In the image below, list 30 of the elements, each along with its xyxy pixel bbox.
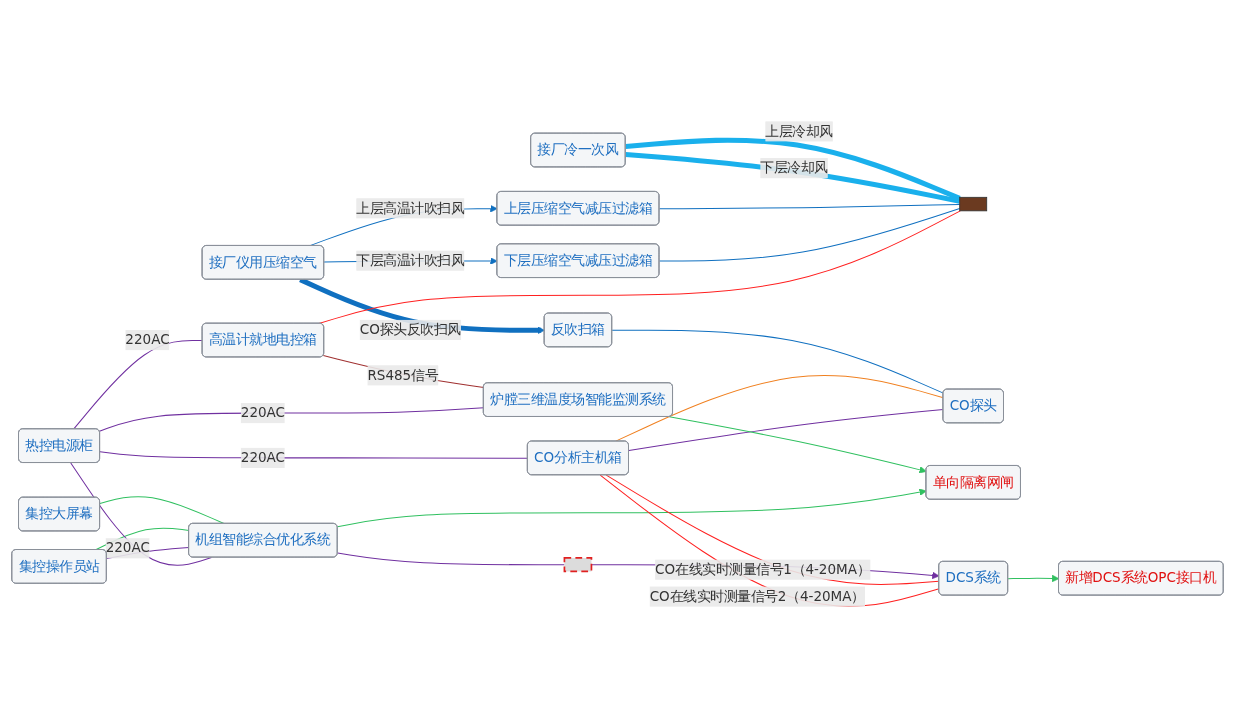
edge-label: 下层冷却风 — [760, 159, 828, 176]
connector — [605, 474, 940, 586]
connector — [70, 462, 212, 566]
connector — [599, 474, 940, 607]
edge-label: CO在线实时测量信号2（4-20MA） — [649, 588, 866, 605]
connector — [625, 137, 961, 201]
edge-label: 220AC — [105, 539, 150, 556]
connector — [337, 552, 565, 566]
edge-label: 上层冷却风 — [765, 123, 833, 140]
edge-label: CO探头反吹扫风 — [359, 321, 461, 338]
connector — [658, 203, 961, 210]
edge-label: 下层高温计吹扫风 — [356, 252, 465, 269]
arrow — [1007, 574, 1060, 583]
connector — [611, 329, 944, 394]
edge-label: 上层高温计吹扫风 — [356, 199, 465, 216]
edge-label: RS485信号 — [367, 366, 439, 383]
edge-label: CO在线实时测量信号1（4-20MA） — [655, 561, 871, 578]
connector — [625, 151, 961, 204]
node-box — [959, 196, 988, 212]
edge-label: 220AC — [240, 404, 286, 421]
connector — [322, 355, 485, 388]
connector — [99, 451, 529, 459]
connector — [628, 408, 944, 451]
arrow — [668, 416, 927, 474]
arrow — [337, 488, 927, 528]
connector — [658, 207, 961, 262]
edge-label: 220AC — [125, 331, 170, 348]
connector — [98, 407, 485, 432]
edge-label: 220AC — [240, 449, 286, 466]
node-box — [563, 557, 593, 573]
